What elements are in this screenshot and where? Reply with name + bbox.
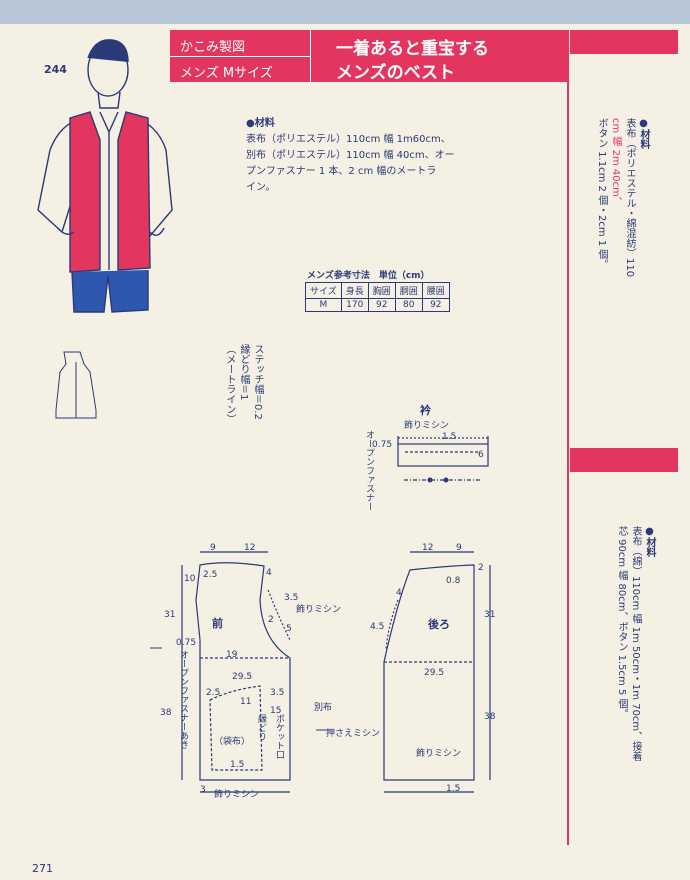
back-stitch: 飾りミシン [416,749,462,759]
top-band [0,0,690,24]
title-line2: メンズのベスト [336,63,455,83]
title-line1: 一着あると重宝する [336,39,489,59]
separate-cloth-label: 別布 [314,703,333,713]
front-n4: 4 [266,568,272,578]
collar-n075: 0.75 [372,440,393,450]
back-n38: 38 [484,712,496,722]
front-n11: 11 [240,697,252,707]
size-table-caption: メンズ参考寸法 単位（cm） [307,271,430,281]
materials-block: ●材料 表布（ポリエステル）110cm 幅 1m60cm、 別布（ポリエステル）… [246,116,456,196]
collar-title: 衿 [420,404,431,417]
materials-heading: ●材料 [246,118,275,129]
right-materials-2-heading: ●材料 [644,526,655,557]
stitch-note-line3: （メートライン） [224,344,235,424]
back-n15: 1.5 [446,784,461,794]
right-materials-2: ●材料 表布（綿）110cm 幅 1m 50cm・1m 70cm、接着 芯 90… [614,526,656,786]
front-n5: 5 [286,624,292,634]
right-materials-1-heading: ●材料 [638,118,649,149]
front-n35b: 3.5 [270,688,285,698]
front-n38: 38 [160,708,172,718]
back-label: 後ろ [428,618,450,631]
front-stitch: 飾りミシン [296,605,342,615]
press-stitch-label: 押さえミシン [326,729,381,739]
size-cell: 92 [367,298,396,312]
materials-line4: イン。 [246,182,276,193]
size-label: メンズ Mサイズ [180,66,273,81]
front-n15b: 1.5 [230,760,245,770]
front-n295: 29.5 [232,672,253,682]
right-materials-1-line3: ボタン 1.1cm 2 個・2cm 1 個。 [596,118,607,270]
front-label: 前 [212,617,223,630]
front-n2: 2 [268,615,274,625]
front-n25: 2.5 [203,570,218,580]
right-materials-1-line2: cm 幅 2m 40cm、 [610,118,621,207]
back-n2: 2 [478,563,484,573]
pattern-decorations [150,477,449,731]
front-pattern [181,551,291,793]
back-pattern [383,551,491,793]
back-n31: 31 [484,610,496,620]
front-n075: 0.75 [176,638,197,648]
front-n25b: 2.5 [206,688,221,698]
size-cell: 92 [421,298,450,312]
front-n3: 3 [200,785,206,795]
front-n12: 12 [244,543,256,553]
front-n19: 19 [226,650,238,660]
edge-label: 縁どり [256,714,266,741]
back-n08: 0.8 [446,576,461,586]
front-n10: 10 [184,574,196,584]
column-divider [567,30,569,845]
right-materials-2-line2: 芯 90cm 幅 80cm、ボタン 1.5cm 5 個。 [616,526,627,719]
header-divider [170,56,310,57]
right-materials-1: ●材料 表布（ポリエステル・綿混紡）110 cm 幅 2m 40cm、 ボタン … [594,118,650,378]
right-materials-1-line1: 表布（ポリエステル・綿混紡）110 [624,118,635,278]
bag-cloth-label: （袋布） [214,737,251,747]
size-table: サイズ 身長 胸囲 胴囲 腰囲 M 170 92 80 92 [305,282,450,312]
back-n12: 12 [422,543,434,553]
stitch-note-line1: ステッチ幅＝0.2 [252,344,263,420]
page-number-top: 244 [44,63,67,76]
pocket-mouth-label: ポケット口 [274,714,284,759]
back-n9: 9 [456,543,462,553]
right-header-2 [570,448,678,472]
open-fastener-label: オープンファスナー [364,430,374,511]
vest-thumbnail [55,351,97,419]
stitch-note-line2: 縁どり幅＝1 [238,344,249,401]
materials-line2: 別布（ポリエステル）110cm 幅 40cm、オー [246,150,455,161]
back-n4: 4 [396,588,402,598]
man-illustration [37,39,173,313]
category-label: かこみ製図 [180,40,246,55]
right-materials-2-line1: 表布（綿）110cm 幅 1m 50cm・1m 70cm、接着 [630,526,641,762]
back-n45: 4.5 [370,622,385,632]
materials-line1: 表布（ポリエステル）110cm 幅 1m60cm、 [246,134,451,145]
header-banner: かこみ製図 メンズ Mサイズ 一着あると重宝する メンズのベスト [170,30,568,83]
page-number-bottom: 271 [32,862,53,875]
header-vdivider [310,30,311,82]
collar-pattern [397,436,489,481]
materials-line3: プンファスナー 1 本、2 cm 幅のメートラ [246,166,437,177]
fastener-side-label: オープンファスナーあき [178,650,188,749]
back-n295: 29.5 [424,668,445,678]
collar-stitch-label: 飾りミシン [404,421,450,431]
collar-n15: 1.5 [442,432,457,442]
front-n15: 15 [270,706,282,716]
front-n31: 31 [164,610,176,620]
stitch-note: ステッチ幅＝0.2 縁どり幅＝1 （メートライン） [222,344,264,434]
right-header-1 [570,30,678,54]
front-bottom-stitch: 飾りミシン [214,790,260,800]
collar-n6: 6 [478,450,484,460]
front-n9: 9 [210,543,216,553]
front-n35: 3.5 [284,593,299,603]
